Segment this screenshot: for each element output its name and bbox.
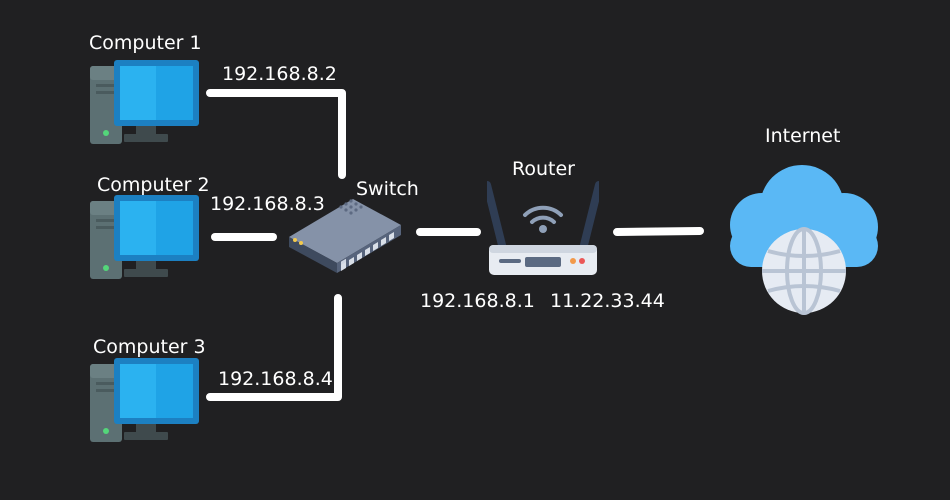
computer-3-icon (90, 358, 199, 442)
computer-1-icon (90, 60, 199, 144)
router-icon (487, 180, 599, 275)
computer-2-icon (90, 195, 199, 279)
router-label: Router (512, 158, 575, 180)
computer-2-ip: 192.168.8.3 (210, 193, 325, 215)
switch-label: Switch (356, 178, 419, 200)
link-router-internet (613, 227, 704, 236)
switch-icon (289, 199, 401, 273)
computer-1-ip: 192.168.8.2 (222, 63, 337, 85)
computer-1-label: Computer 1 (89, 32, 202, 54)
link-computer-3-switch (206, 294, 342, 401)
internet-label: Internet (765, 125, 841, 147)
internet-cloud-icon (730, 165, 878, 315)
computer-3-ip: 192.168.8.4 (218, 368, 333, 390)
computer-2-label: Computer 2 (97, 174, 210, 196)
computer-3-label: Computer 3 (93, 336, 206, 358)
router-wan-ip: 11.22.33.44 (550, 290, 665, 312)
router-lan-ip: 192.168.8.1 (420, 290, 535, 312)
link-computer-1-switch (206, 89, 346, 179)
